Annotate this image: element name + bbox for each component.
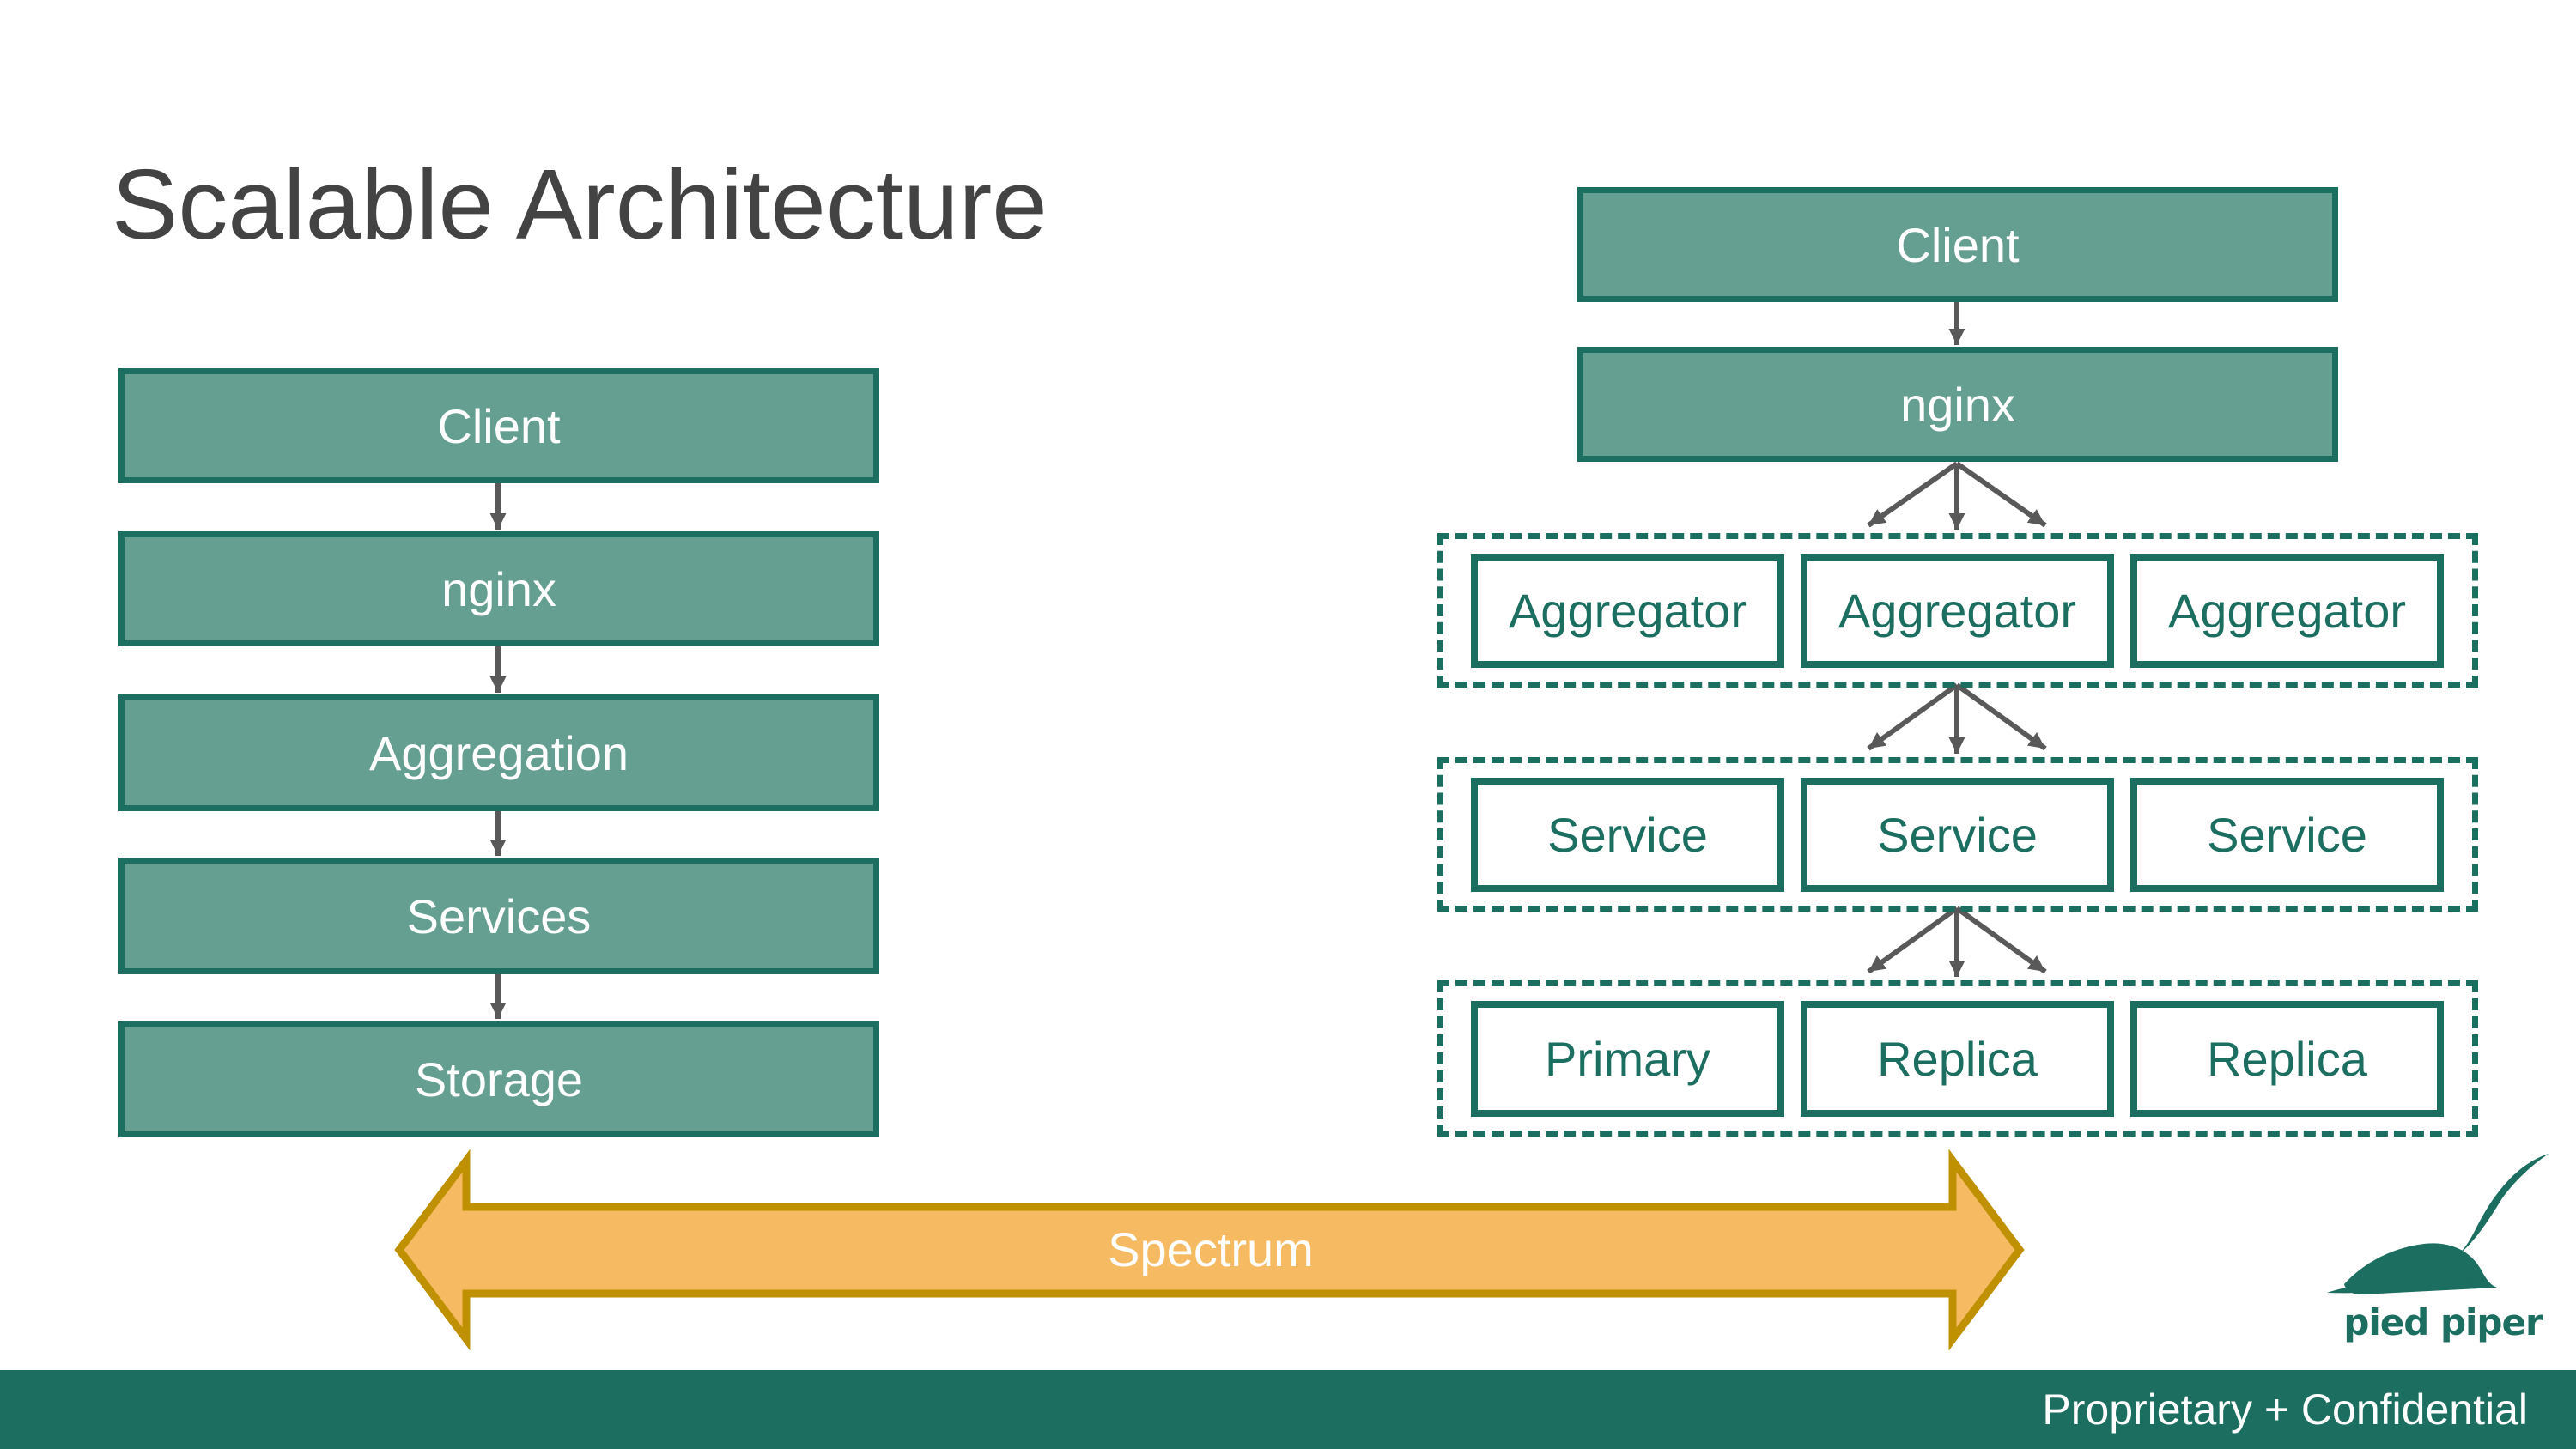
logo-text: pied piper	[2343, 1301, 2543, 1343]
replica-label: Replica	[2207, 1032, 2367, 1086]
left-client-box: Client	[118, 368, 879, 483]
left-storage-box: Storage	[118, 1021, 879, 1137]
left-nginx-box: nginx	[118, 531, 879, 646]
service-box: Service	[1471, 778, 1784, 892]
service-label: Service	[2207, 808, 2367, 862]
primary-box: Primary	[1471, 1001, 1784, 1117]
pied-piper-logo-icon	[2327, 1154, 2549, 1294]
arrow-service-storage-right	[1955, 906, 2047, 974]
aggregator-box: Aggregator	[1471, 554, 1784, 668]
replica-box: Replica	[1801, 1001, 2114, 1117]
arrow-nginx-aggregator-right	[1955, 461, 2047, 528]
right-nginx-box: nginx	[1577, 347, 2338, 462]
storage-group	[1437, 980, 2478, 1137]
left-aggregation-label: Aggregation	[368, 725, 629, 780]
aggregator-label: Aggregator	[2167, 584, 2407, 638]
spectrum-label: Spectrum	[1108, 1222, 1314, 1276]
left-nginx-label: nginx	[441, 561, 556, 616]
aggregator-box: Aggregator	[2130, 554, 2444, 668]
replica-label: Replica	[1877, 1032, 2038, 1086]
left-aggregation-box: Aggregation	[118, 694, 879, 811]
arrow-service-storage-left	[1867, 906, 1959, 974]
spectrum-arrow	[394, 1149, 2025, 1351]
aggregator-label: Aggregator	[1838, 584, 2077, 638]
footer-confidential-label: Proprietary + Confidential	[2042, 1385, 2528, 1434]
left-services-label: Services	[406, 888, 592, 943]
left-services-box: Services	[118, 858, 879, 974]
right-nginx-label: nginx	[1900, 377, 2015, 432]
service-box: Service	[1801, 778, 2114, 892]
arrow-aggregator-service-left	[1867, 682, 1959, 751]
service-group	[1437, 757, 2478, 912]
aggregator-label: Aggregator	[1508, 584, 1747, 638]
aggregator-group	[1437, 533, 2478, 688]
arrow-nginx-aggregator-left	[1867, 461, 1959, 528]
left-client-label: Client	[437, 398, 561, 453]
service-box: Service	[2130, 778, 2444, 892]
service-label: Service	[1877, 808, 2038, 862]
service-label: Service	[1547, 808, 1708, 862]
arrow-aggregator-service-right	[1955, 682, 2047, 751]
right-client-label: Client	[1896, 217, 2020, 272]
slide-title: Scalable Architecture	[112, 149, 1048, 260]
aggregator-box: Aggregator	[1801, 554, 2114, 668]
right-client-box: Client	[1577, 187, 2338, 302]
footer-bar: Proprietary + Confidential	[0, 1370, 2576, 1449]
left-storage-label: Storage	[414, 1052, 584, 1106]
primary-label: Primary	[1545, 1032, 1710, 1086]
replica-box: Replica	[2130, 1001, 2444, 1117]
